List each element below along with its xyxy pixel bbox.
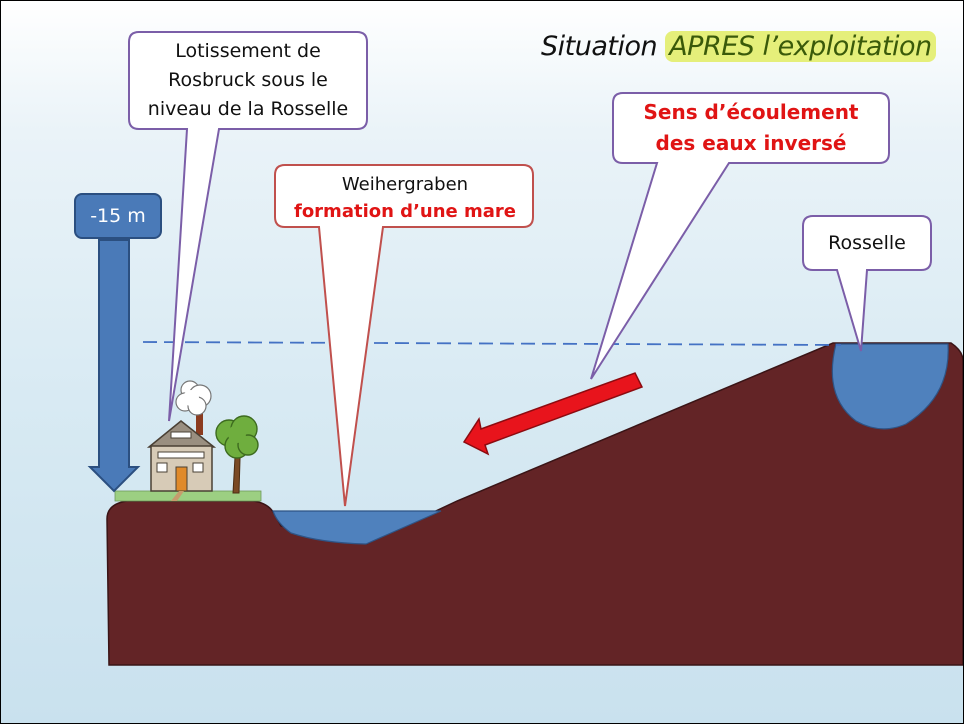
title-highlight: APRES l’exploitation [665, 31, 936, 62]
callout-weihergraben-line-1: Weihergraben [341, 174, 469, 195]
callout-weihergraben-line-2: formation d’une mare [293, 201, 516, 222]
callout-sens-line-1: Sens d’écoulement [643, 100, 859, 124]
smoke-cloud-icon [175, 380, 212, 416]
callout-lotissement-bubble [128, 31, 368, 422]
title-prefix: Situation [541, 31, 666, 62]
river-level-line [142, 341, 842, 346]
tree-icon [215, 415, 259, 494]
pond-water [272, 510, 442, 545]
callout-rosselle-bubble [802, 215, 932, 352]
callout-sens-text: Sens d’écoulement des eaux inversé [613, 97, 889, 159]
callout-lotissement-line-2: Rosbruck sous le [168, 69, 328, 91]
callout-sens-bubble [590, 92, 890, 380]
callout-sens-line-2: des eaux inversé [655, 131, 847, 155]
depth-label-box [74, 193, 162, 239]
callout-lotissement-line-1: Lotissement de [175, 40, 321, 62]
house-icon [146, 411, 217, 501]
depth-label: -15 m [90, 205, 146, 227]
callout-rosselle-text: Rosselle [803, 229, 931, 257]
river-water [831, 343, 949, 430]
callout-weihergraben-bubble [274, 164, 534, 507]
slide-title: Situation APRES l’exploitation [541, 31, 936, 62]
depth-down-arrow [87, 239, 141, 493]
callout-weihergraben-text: Weihergraben formation d’une mare [275, 171, 535, 225]
callout-lotissement-text: Lotissement de Rosbruck sous le niveau d… [129, 37, 367, 124]
callout-rosselle-line-1: Rosselle [828, 232, 906, 254]
flow-direction-arrow [462, 372, 644, 456]
callout-lotissement-line-3: niveau de la Rosselle [147, 98, 349, 120]
